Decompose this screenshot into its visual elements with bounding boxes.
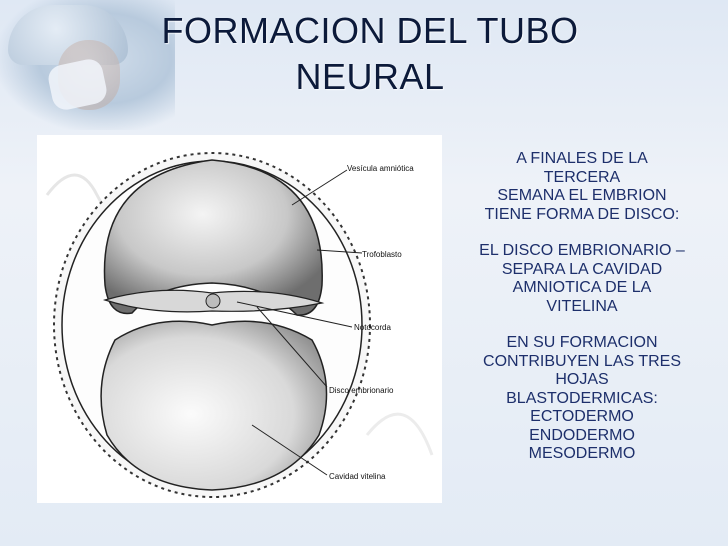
para3-line4: BLASTODERMICAS: [506, 389, 658, 407]
label-trofoblasto: Trofoblasto [362, 250, 402, 259]
label-vesicula: Vesícula amniótica [347, 164, 414, 173]
embryo-drawing: Vesícula amniótica Trofoblasto Notocorda… [37, 135, 442, 503]
embryo-illustration: Vesícula amniótica Trofoblasto Notocorda… [37, 135, 442, 503]
para1-line4: TIENE FORMA DE DISCO: [484, 205, 680, 223]
para3-line7: MESODERMO [528, 445, 636, 462]
title-line-2: NEURAL [295, 56, 445, 97]
surgeon-photo [0, 0, 175, 130]
label-disco: Disco embrionario [329, 386, 394, 395]
para3-line6: ENDODERMO [529, 426, 635, 444]
para3-line2: CONTRIBUYEN LAS TRES [483, 352, 681, 370]
label-cavidad: Cavidad vitelina [329, 472, 386, 481]
para1-line1: A FINALES DE LA [516, 150, 648, 167]
para2-line1: EL DISCO EMBRIONARIO – [479, 242, 685, 259]
para1-line2: TERCERA [543, 168, 621, 186]
description-text: A FINALES DE LA TERCERA SEMANA EL EMBRIO… [448, 150, 716, 464]
para3-line5: ECTODERMO [530, 408, 634, 425]
para2-line4: VITELINA [546, 297, 618, 315]
title-line-1: FORMACION DEL TUBO [161, 10, 579, 51]
para3-line1: EN SU FORMACION [506, 334, 658, 351]
para3-line3: HOJAS [555, 371, 609, 388]
para1-line3: SEMANA EL EMBRION [497, 187, 667, 204]
para2-line3: AMNIOTICA DE LA [512, 279, 652, 296]
para2-line2: SEPARA LA CAVIDAD [501, 260, 663, 278]
label-notocorda: Notocorda [354, 323, 391, 332]
slide-title: FORMACION DEL TUBO NEURAL [150, 8, 590, 100]
